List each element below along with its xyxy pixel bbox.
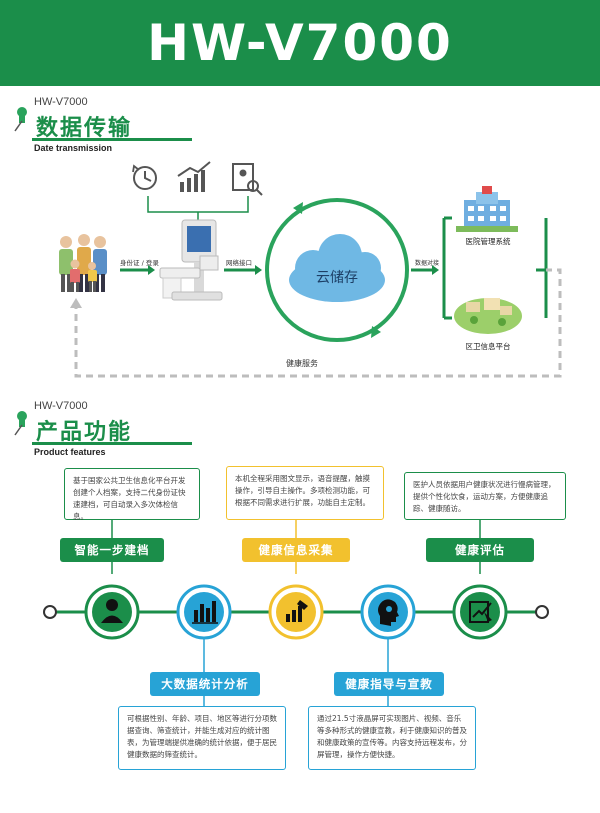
feature-node-3 xyxy=(268,584,324,640)
section-title: 数据传输 xyxy=(36,116,133,141)
cloud-storage-icon xyxy=(289,234,385,302)
feature-desc-box-2: 本机全程采用图文显示，语音提醒，触摸操作，引导自主操作。多项检测功能，可根据不同… xyxy=(226,466,384,520)
section-data-transmission-header: HW-V7000 数据传输 Date transmission xyxy=(10,96,600,156)
pushpin-icon xyxy=(14,411,27,436)
timeline-end-dot xyxy=(535,605,549,619)
feature-desc-box-1: 基于国家公共卫生信息化平台开发创建个人档案，支持二代身份证快速建档，可自动录入多… xyxy=(64,468,200,521)
id-search-icon xyxy=(232,163,263,196)
cloud-cycle-ring xyxy=(265,198,409,342)
health-service-label: 健康服务 xyxy=(286,358,318,368)
feature-label-3: 健康评估 xyxy=(426,538,534,562)
family-people-illustration xyxy=(59,234,107,292)
section-underline xyxy=(32,138,192,141)
health-kiosk-device xyxy=(159,219,223,301)
network-port-label: 网络接口 xyxy=(226,258,252,267)
assessment-icon xyxy=(469,601,492,623)
feature-timeline xyxy=(43,520,549,706)
history-icon xyxy=(132,164,157,190)
id-login-label: 身份证 / 登录 xyxy=(120,258,159,267)
health-platform-label: 区卫信息平台 xyxy=(466,341,511,351)
cloud-label: 云储存 xyxy=(316,270,358,286)
feature-node-4 xyxy=(360,584,416,640)
feature-label-5: 健康指导与宣教 xyxy=(334,672,444,696)
timeline-start-dot xyxy=(43,605,57,619)
section-title: 产品功能 xyxy=(36,420,133,445)
feature-node-2 xyxy=(176,584,232,640)
hospital-building-icon xyxy=(456,186,518,232)
feature-desc-box-5: 通过21.5寸液晶屏可实现图片、视频、音乐等多种形式的健康宣教，利于健康知识的普… xyxy=(308,706,476,770)
data-transmission-diagram: 身份证 / 登录 网络接口 云储存 数据对接 医院 xyxy=(59,161,562,378)
section-model: HW-V7000 xyxy=(34,400,88,412)
feature-label-1: 智能一步建档 xyxy=(60,538,164,562)
feature-desc-box-4: 可根据性别、年龄、项目、地区等进行分项数据查询、筛查统计，并能生成对应的统计图表… xyxy=(118,706,286,770)
feature-node-1 xyxy=(84,584,140,640)
hospital-label: 医院管理系统 xyxy=(466,236,511,246)
section-underline xyxy=(32,442,192,445)
feature-label-2: 健康信息采集 xyxy=(242,538,350,562)
section-subtitle: Date transmission xyxy=(34,143,113,153)
section-subtitle: Product features xyxy=(34,447,106,457)
trend-chart-icon xyxy=(177,161,211,192)
data-link-label: 数据对接 xyxy=(415,259,439,267)
feature-desc-box-3: 医护人员依据用户健康状况进行慢病管理，提供个性化饮食，运动方案，方便健康追踪、健… xyxy=(404,472,566,520)
feature-node-5 xyxy=(452,584,508,640)
section-product-features-header: HW-V7000 产品功能 Product features xyxy=(10,400,600,460)
pushpin-icon xyxy=(14,107,27,132)
banner-title: HW-V7000 xyxy=(147,14,453,72)
feature-label-4: 大数据统计分析 xyxy=(150,672,260,696)
hand-chart-icon xyxy=(286,600,308,622)
section-model: HW-V7000 xyxy=(34,96,88,108)
community-platform-illustration xyxy=(454,298,522,334)
person-icon xyxy=(101,599,123,623)
banner: HW-V7000 xyxy=(0,0,600,86)
head-idea-icon xyxy=(378,599,399,626)
bar-chart-icon xyxy=(192,601,218,624)
